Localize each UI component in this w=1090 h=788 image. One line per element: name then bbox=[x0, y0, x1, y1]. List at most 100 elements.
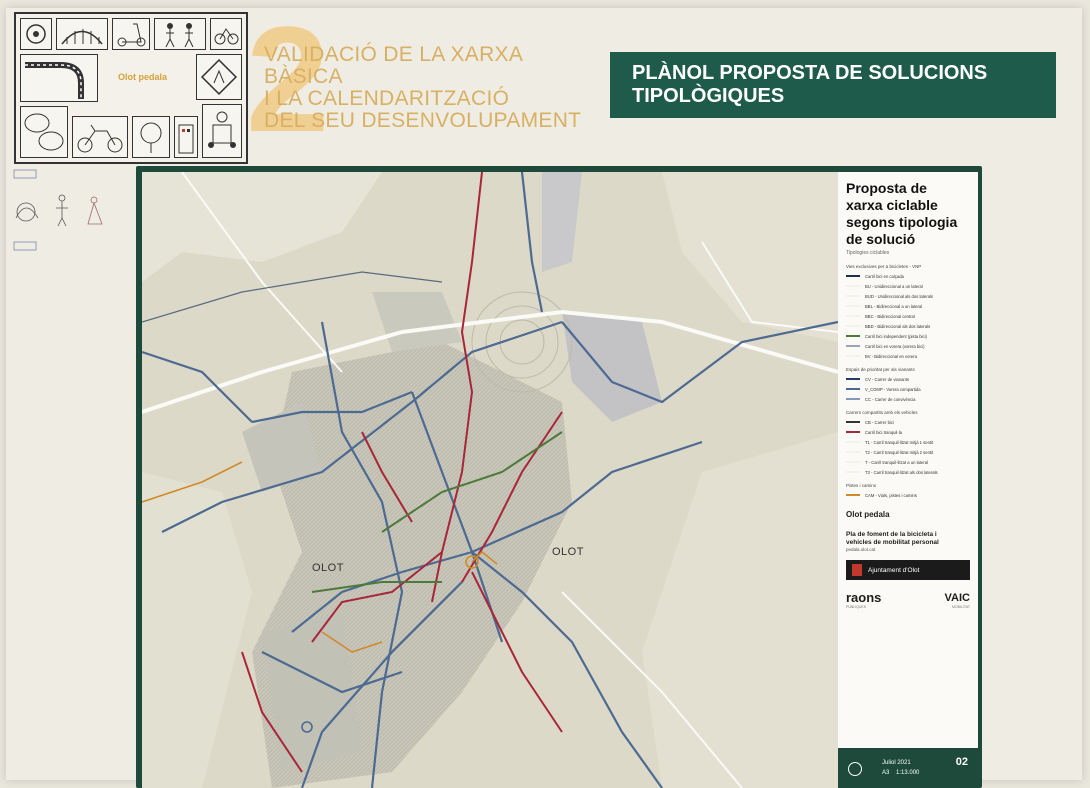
bridge-icon bbox=[56, 18, 108, 50]
legend-item-label: CAM - Vials, pistes i camins bbox=[865, 492, 917, 498]
legend-item-label: Carril bici en vorera (vorera bici) bbox=[865, 343, 925, 349]
map-canvas: OLOT OLOT bbox=[142, 172, 838, 788]
legend-item-label: T1 - Carril tranquil·litzat mitjà 1 sent… bbox=[865, 439, 934, 445]
legend-footer: Juliol 2021 A3 1:13.000 02 bbox=[838, 748, 978, 788]
urban-area bbox=[262, 612, 362, 772]
urban-area bbox=[562, 312, 662, 422]
sheet-number: 02 bbox=[955, 756, 968, 768]
brand-block: Olot pedala bbox=[102, 54, 190, 100]
road bbox=[561, 591, 743, 788]
poster: Olot pedala 2 VALIDACIÓ DE LA XARXA BÀSI… bbox=[6, 4, 1082, 788]
legend-item: BV - Bidireccional en vorera bbox=[846, 353, 970, 359]
legend-item-label: T - Carril tranquil·litzat a un lateral bbox=[865, 459, 928, 465]
partner-logos: raons VAIC bbox=[846, 590, 970, 605]
footer-scale: 1:13.000 bbox=[896, 770, 920, 776]
legend-item: BU - Unidireccional a un lateral bbox=[846, 283, 970, 289]
road-main bbox=[142, 309, 838, 414]
legend-item: BUD - Unidireccional als dos laterals bbox=[846, 293, 970, 299]
website-link[interactable]: pedala.olot.cat bbox=[846, 547, 876, 552]
legend-swatch bbox=[846, 285, 860, 287]
legend-item: CV - Carrer de vianants bbox=[846, 376, 970, 382]
raons-sub: PÚBLIQUES bbox=[846, 605, 867, 609]
legend-item-label: BBL - Bidireccional a un lateral bbox=[865, 303, 923, 309]
legend-title-line-2: xarxa ciclable bbox=[846, 197, 938, 213]
terrain-patch bbox=[642, 432, 838, 788]
plan-banner: PLÀNOL PROPOSTA DE SOLUCIONS TIPOLÒGIQUE… bbox=[610, 52, 1056, 118]
legend-plan: Pla de foment de la bicicleta i vehicles… bbox=[846, 531, 970, 547]
legend-swatch bbox=[846, 461, 860, 463]
title-line-1: VALIDACIÓ DE LA XARXA BÀSICA bbox=[264, 43, 523, 88]
legend-sections: Vies exclusives per a bicicletes - VNP Ca… bbox=[846, 264, 970, 498]
legend-swatch bbox=[846, 345, 860, 347]
legend-swatch bbox=[846, 335, 860, 337]
legend-brand: Olot pedala bbox=[846, 510, 890, 519]
highway bbox=[142, 271, 443, 323]
legend-swatch bbox=[846, 451, 860, 453]
legend-item: BBL - Bidireccional a un lateral bbox=[846, 303, 970, 309]
roundabout-icon bbox=[20, 18, 52, 50]
vaic-sub: MOBILITAT bbox=[952, 605, 970, 609]
footer-meta: Juliol 2021 A3 1:13.000 bbox=[882, 758, 919, 778]
legend-item: T3 - Carril tranquil·litzat als dos late… bbox=[846, 469, 970, 475]
legend-swatch bbox=[846, 325, 860, 327]
legend-item-label: T3 - Carril tranquil·litzat als dos late… bbox=[865, 469, 938, 475]
legend-swatch bbox=[846, 398, 860, 400]
terrain-patch bbox=[142, 472, 252, 788]
legend-title: Proposta de xarxa ciclable segons tipolo… bbox=[846, 180, 970, 248]
legend-section-heading: Pistes i camins bbox=[846, 483, 877, 488]
legend-item-label: Carril bici independent (pista bici) bbox=[865, 333, 927, 339]
legend-swatch bbox=[846, 431, 860, 433]
legend-subtitle: Tipologies ciclables bbox=[846, 250, 890, 256]
legend-item: CAM - Vials, pistes i camins bbox=[846, 492, 970, 498]
title-line-3: DEL SEU DESENVOLUPAMENT bbox=[264, 109, 582, 132]
town-label-left: OLOT bbox=[312, 562, 344, 574]
building-icon bbox=[174, 116, 198, 158]
vaic-logo: VAIC bbox=[944, 591, 970, 604]
north-arrow-icon bbox=[848, 762, 862, 776]
legend-swatch bbox=[846, 305, 860, 307]
legend-item: T - Carril tranquil·litzat a un lateral bbox=[846, 459, 970, 465]
legend-item-label: BBD - Bidireccional als dos laterals bbox=[865, 323, 931, 329]
plan-line-1: Pla de foment de la bicicleta i bbox=[846, 531, 937, 538]
legend-item-label: CC - Carrer de convivència bbox=[865, 396, 916, 402]
crater-contour bbox=[471, 291, 573, 393]
legend-item-label: CV - Carrer de vianants bbox=[865, 376, 909, 382]
legend-item: Carril bici en calçada bbox=[846, 273, 970, 279]
raons-logo: raons bbox=[846, 590, 882, 605]
urban-area bbox=[542, 172, 582, 272]
legend-item-label: BUD - Unidireccional als dos laterals bbox=[865, 293, 933, 299]
legend-panel: Proposta de xarxa ciclable segons tipolo… bbox=[838, 172, 978, 788]
legend-section-heading: Vies exclusives per a bicicletes - VNP bbox=[846, 264, 922, 269]
legend-title-line-4: de solució bbox=[846, 231, 916, 247]
legend-item: BBC - Bidireccional central bbox=[846, 313, 970, 319]
roundabout-marker bbox=[465, 555, 479, 569]
bicycle-parking-icon bbox=[210, 18, 242, 50]
legend-item-label: BV - Bidireccional en vorera bbox=[865, 353, 917, 359]
legend-item-label: T2 - Carril tranquil·litzat mitjà 2 sent… bbox=[865, 449, 934, 455]
urban-area bbox=[242, 402, 322, 492]
footer-format: A3 bbox=[882, 770, 890, 776]
margin-doodles bbox=[12, 168, 122, 258]
roundabout-marker bbox=[301, 721, 313, 733]
terrain-patch bbox=[662, 172, 838, 342]
legend-title-line-3: segons tipologia bbox=[846, 214, 958, 230]
blue-routes bbox=[142, 172, 838, 788]
legend-swatch bbox=[846, 441, 860, 443]
road bbox=[181, 172, 343, 373]
partner-logos-sub: PÚBLIQUES MOBILITAT bbox=[846, 605, 970, 609]
legend-swatch bbox=[846, 378, 860, 380]
legend-item-label: Carril bici en calçada bbox=[865, 273, 904, 279]
road-curve-icon bbox=[20, 54, 98, 102]
speech-bubbles-icon bbox=[20, 106, 68, 158]
town-label-right: OLOT bbox=[552, 546, 584, 558]
scooter-icon bbox=[112, 18, 150, 50]
legend-swatch bbox=[846, 494, 860, 496]
tree-icon bbox=[132, 116, 170, 158]
legend-swatch bbox=[846, 421, 860, 423]
map-svg bbox=[142, 172, 838, 788]
legend-item-label: CB - Carrer bici bbox=[865, 419, 894, 425]
green-routes bbox=[311, 431, 563, 593]
legend-swatch bbox=[846, 388, 860, 390]
crater-contour bbox=[485, 305, 559, 379]
legend-item-label: BU - Unidireccional a un lateral bbox=[865, 283, 923, 289]
